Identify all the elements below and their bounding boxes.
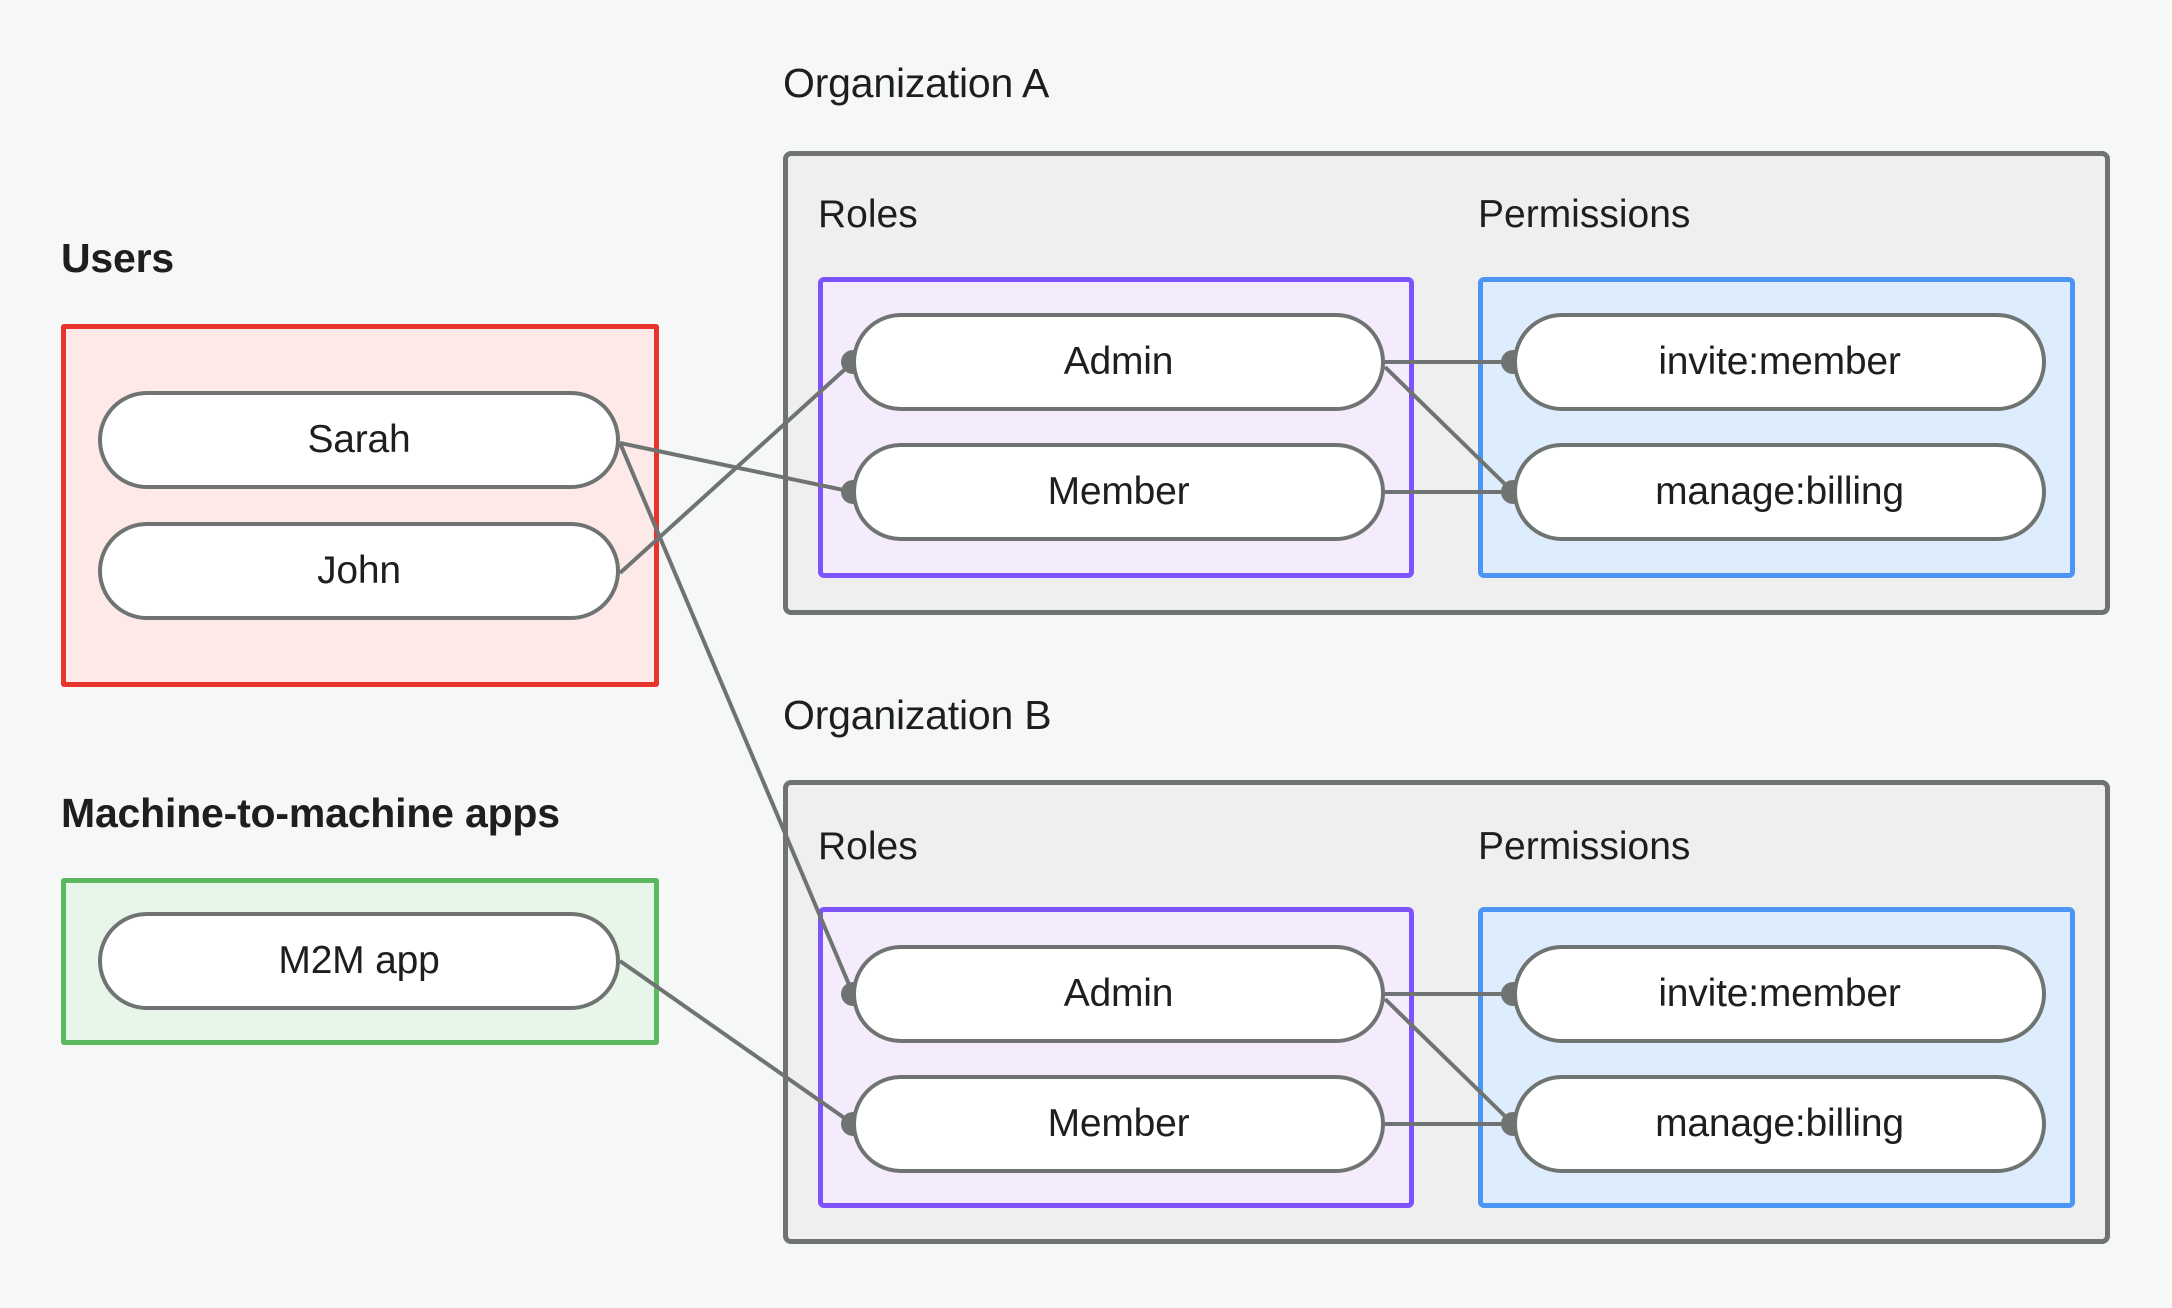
users-group-box [61, 324, 659, 687]
organization-b-label: Organization B [783, 692, 1052, 738]
organization-a-permissions-label: Permissions [1478, 193, 1691, 236]
organization-b-permission-invite-member[interactable]: invite:member [1513, 945, 2046, 1043]
organization-b-role-admin[interactable]: Admin [852, 945, 1385, 1043]
organization-b-permission-manage-billing[interactable]: manage:billing [1513, 1075, 2046, 1173]
organization-a-role-admin[interactable]: Admin [852, 313, 1385, 411]
organization-b-role-member[interactable]: Member [852, 1075, 1385, 1173]
organization-a-label: Organization A [783, 60, 1050, 106]
organization-a-permission-invite-member[interactable]: invite:member [1513, 313, 2046, 411]
organization-a-roles-label: Roles [818, 193, 918, 236]
m2m-app[interactable]: M2M app [98, 912, 620, 1010]
user-sarah[interactable]: Sarah [98, 391, 620, 489]
users-group-label: Users [61, 235, 174, 281]
organization-b-roles-label: Roles [818, 825, 918, 868]
organization-a-role-member[interactable]: Member [852, 443, 1385, 541]
m2m-group-label: Machine-to-machine apps [61, 790, 560, 836]
user-john[interactable]: John [98, 522, 620, 620]
organization-a-permission-manage-billing[interactable]: manage:billing [1513, 443, 2046, 541]
organization-b-permissions-label: Permissions [1478, 825, 1691, 868]
